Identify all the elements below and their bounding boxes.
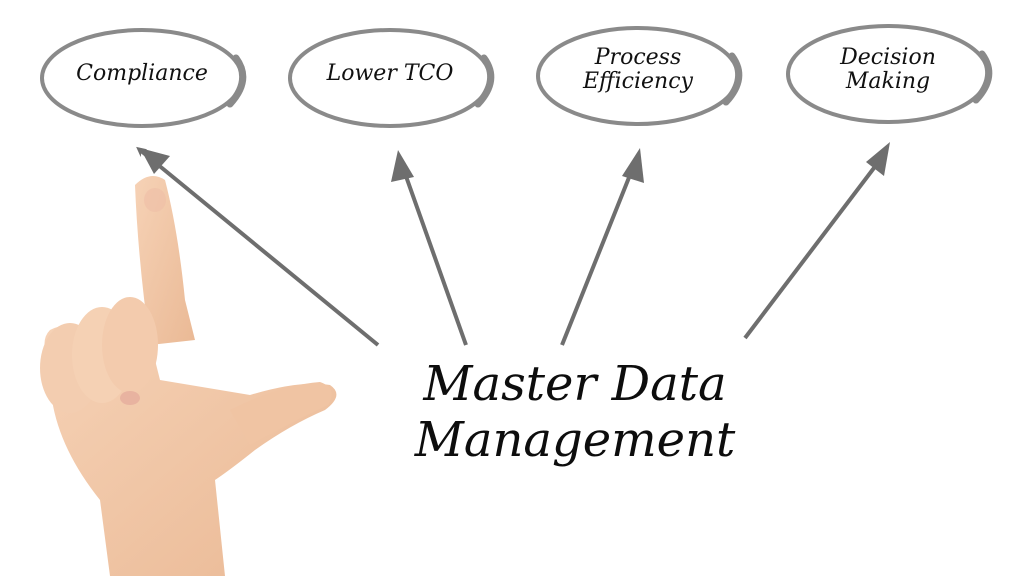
benefit-label-line1: Process bbox=[594, 45, 682, 70]
benefit-process-efficiency: Process Efficiency bbox=[548, 46, 728, 94]
ellipse-lower-tco bbox=[288, 28, 495, 128]
title-line1: Master Data bbox=[423, 356, 727, 412]
benefit-lower-tco: Lower TCO bbox=[300, 62, 480, 86]
arrow-to-decision-making bbox=[743, 158, 882, 340]
benefit-label-line2: Making bbox=[845, 69, 931, 94]
arrow-to-lower-tco bbox=[400, 164, 468, 346]
title-line2: Management bbox=[414, 412, 736, 468]
benefit-compliance: Compliance bbox=[52, 62, 232, 86]
ellipse-compliance bbox=[40, 28, 247, 128]
benefit-label: Lower TCO bbox=[326, 61, 454, 86]
ellipse-decision-making bbox=[786, 24, 993, 124]
hand-illustration bbox=[40, 176, 337, 576]
ellipse-process-efficiency bbox=[536, 26, 743, 126]
arrow-to-compliance bbox=[136, 146, 380, 347]
central-title: Master Data Management bbox=[340, 356, 810, 468]
benefit-label: Compliance bbox=[76, 61, 208, 86]
arrow-to-process-efficiency bbox=[560, 164, 636, 346]
benefit-decision-making: Decision Making bbox=[798, 46, 978, 94]
benefit-label-line1: Decision bbox=[840, 45, 936, 70]
benefit-label-line2: Efficiency bbox=[583, 69, 693, 94]
